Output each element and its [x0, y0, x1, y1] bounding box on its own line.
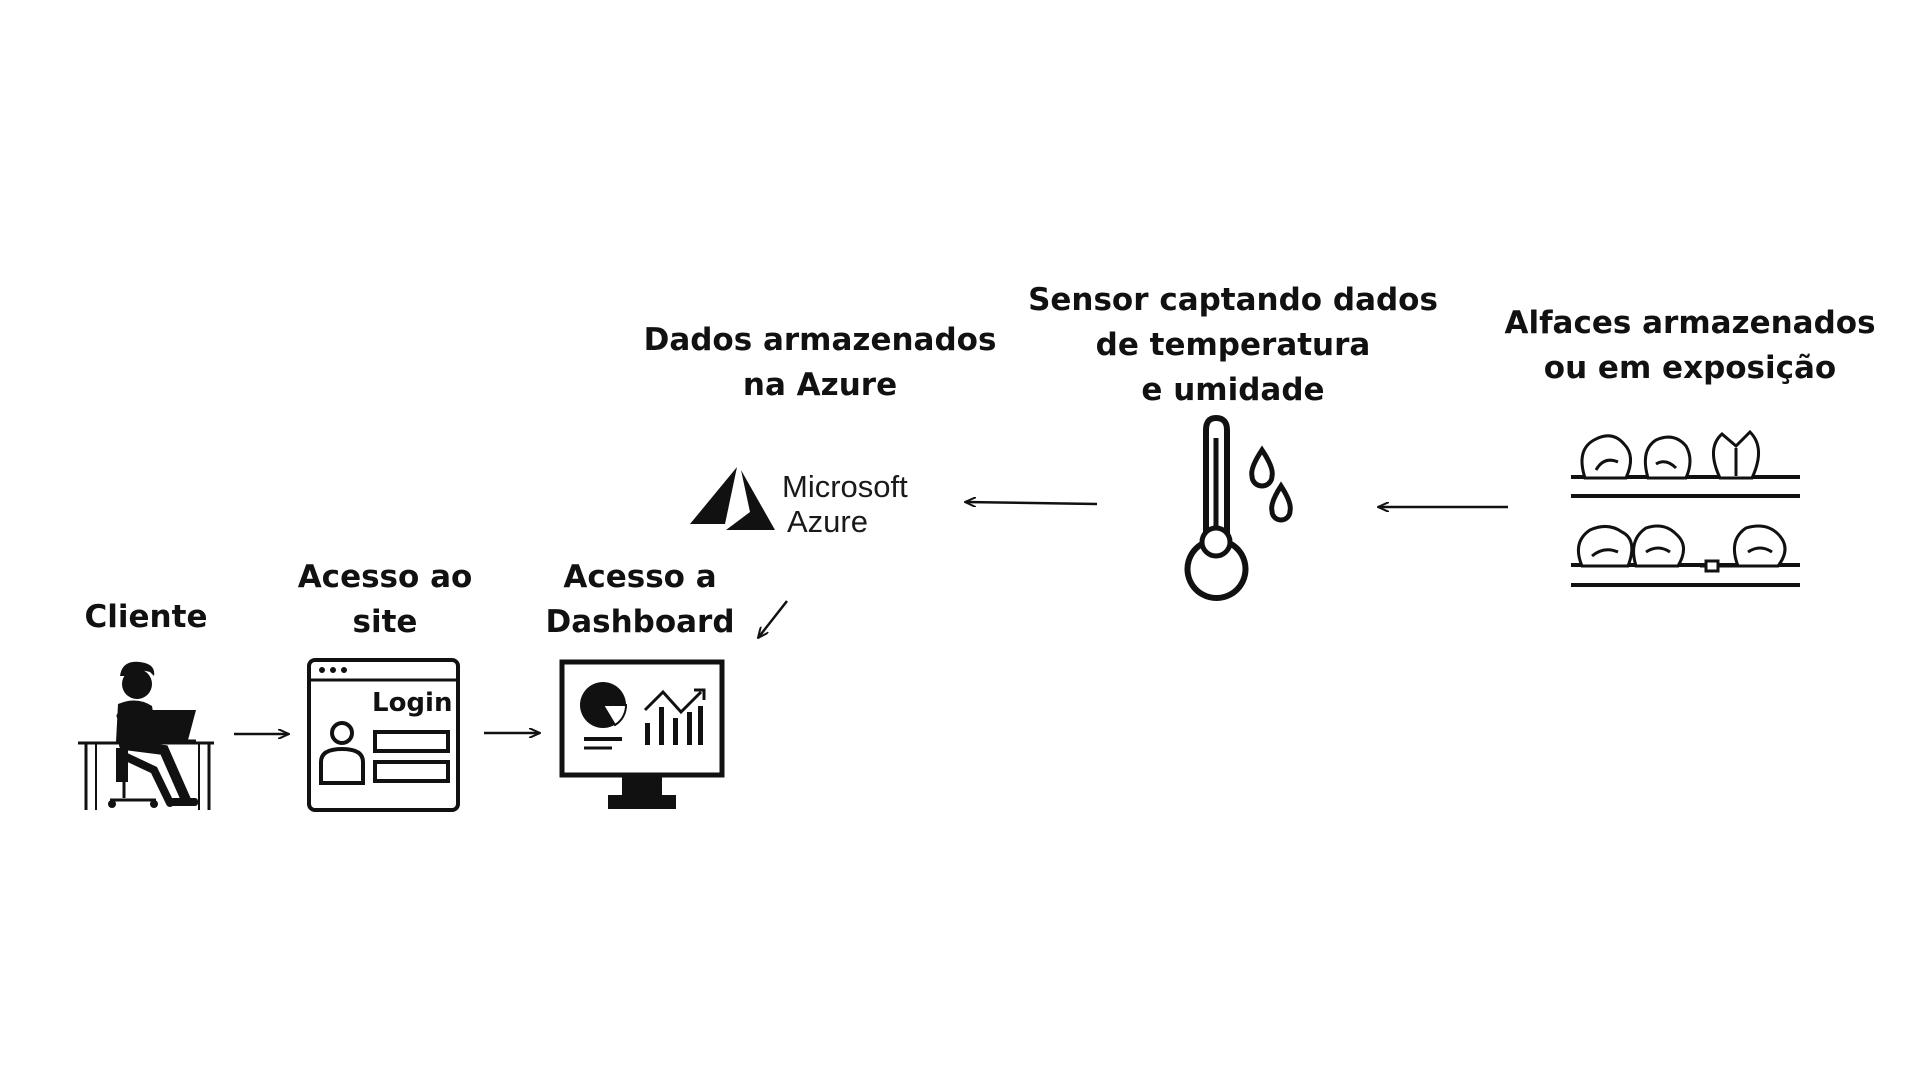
- azure-label: Dados armazenados na Azure: [644, 318, 997, 408]
- thermometer-droplets-icon: [1184, 414, 1293, 602]
- dashboard-label-line2: Dashboard: [545, 604, 735, 640]
- sensor-label-line2: de temperatura: [1095, 327, 1371, 363]
- azure-label-line2: na Azure: [742, 367, 898, 403]
- site-label-line2: site: [352, 604, 418, 640]
- lettuce-shelves-icon: [1571, 429, 1800, 587]
- azure-logo-icon: [690, 467, 775, 530]
- alfaces-label-line2: ou em exposição: [1543, 350, 1837, 386]
- dashboard-label: Acesso a Dashboard: [545, 555, 734, 645]
- edge-azure-to-dashboard: [758, 600, 788, 638]
- alfaces-label: Alfaces armazenados ou em exposição: [1504, 301, 1875, 391]
- dashboard-label-line1: Acesso a: [563, 559, 717, 595]
- dashboard-monitor-icon: [559, 659, 725, 809]
- azure-logo-text-line1: Microsoft: [782, 469, 908, 504]
- sensor-label: Sensor captando dados de temperatura e u…: [1028, 278, 1438, 413]
- edge-sensor-to-azure: [965, 502, 1098, 504]
- site-label: Acesso ao site: [298, 555, 473, 645]
- cliente-label-text: Cliente: [84, 599, 208, 635]
- azure-label-line1: Dados armazenados: [643, 322, 997, 358]
- sensor-label-line3: e umidade: [1141, 372, 1325, 408]
- person-at-laptop-icon: [78, 661, 214, 810]
- site-label-line1: Acesso ao: [297, 559, 473, 595]
- alfaces-label-line1: Alfaces armazenados: [1504, 305, 1876, 341]
- azure-logo-text-line2: Azure: [787, 504, 868, 539]
- login-window-text: Login: [372, 688, 453, 718]
- sensor-label-line1: Sensor captando dados: [1028, 282, 1438, 318]
- cliente-label: Cliente: [85, 595, 208, 640]
- login-window-icon: [307, 658, 460, 812]
